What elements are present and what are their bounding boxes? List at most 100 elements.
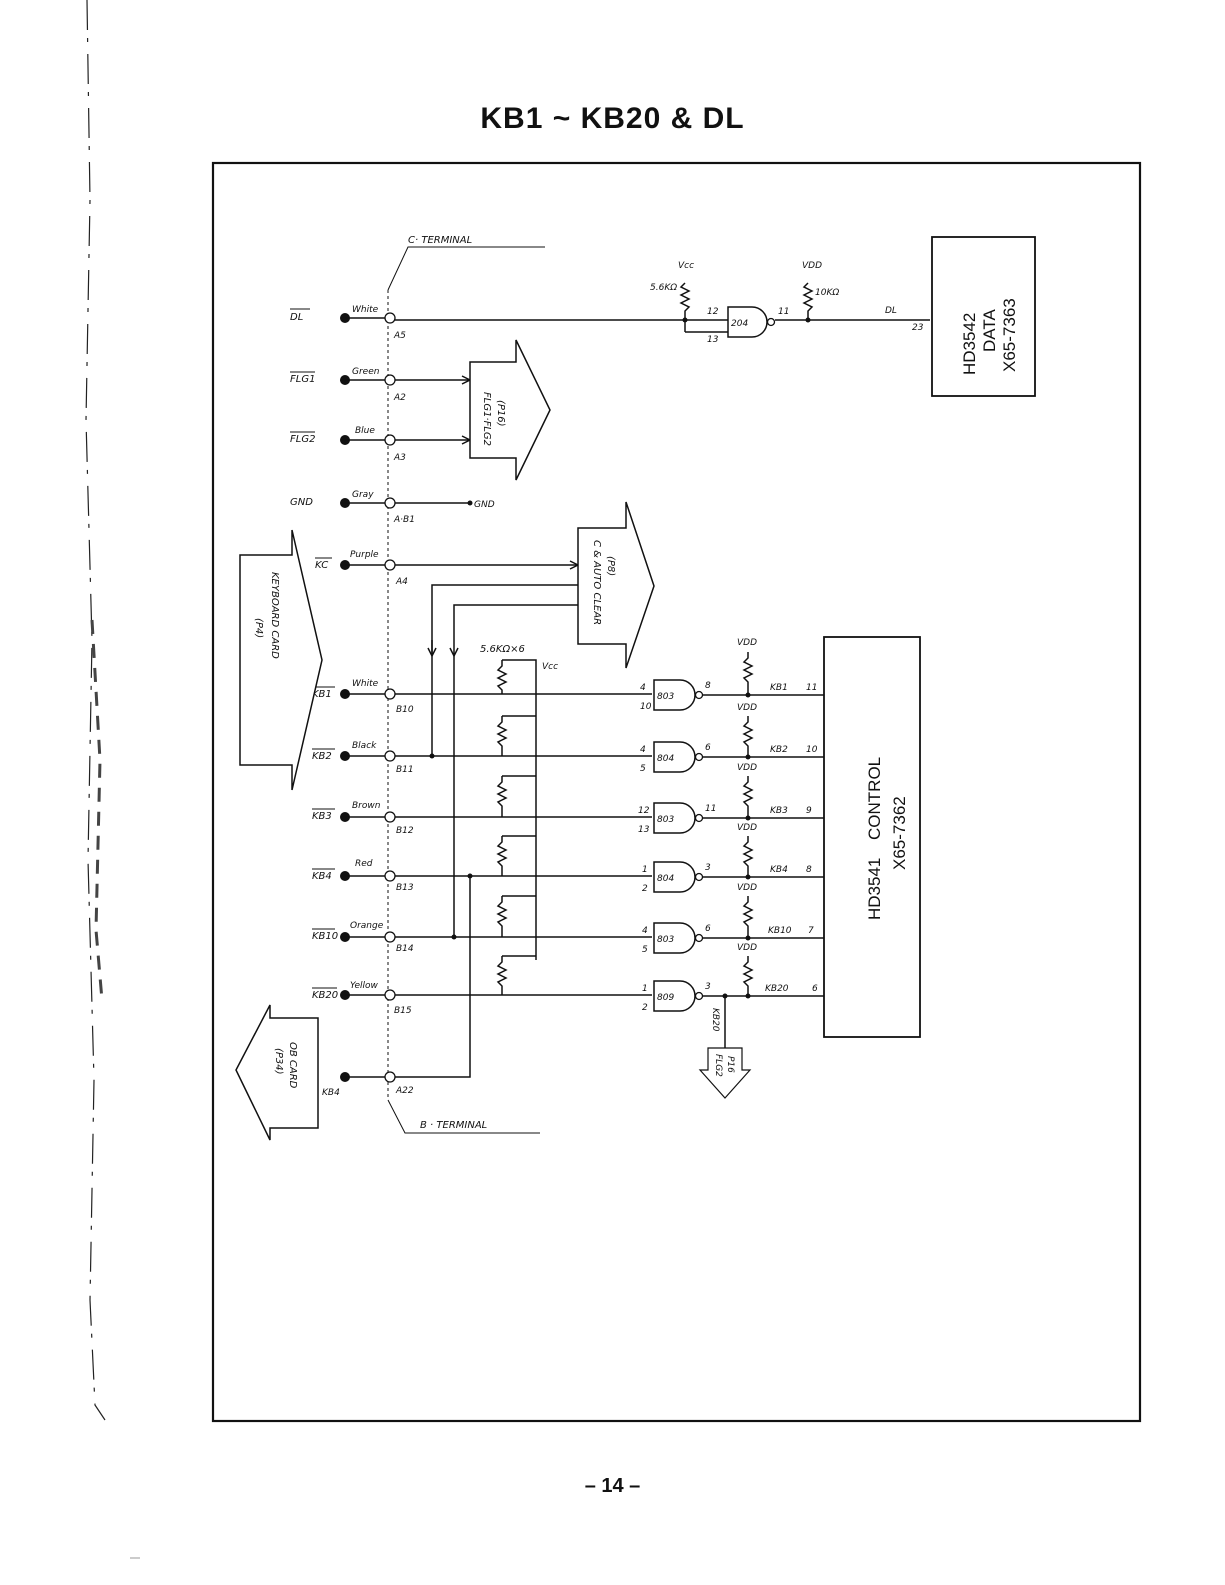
dl-pin-number: 23 xyxy=(912,323,924,333)
svg-text:(P34): (P34) xyxy=(273,1048,284,1075)
signal-row-gnd: GND Gray A·B1 xyxy=(290,490,415,525)
pin-label: A22 xyxy=(395,1086,414,1096)
nand-gate-kb1: 803 4 10 8 xyxy=(640,679,711,712)
svg-text:VDD: VDD xyxy=(737,823,757,833)
pin-label: A2 xyxy=(393,393,406,403)
output-kb10: VDD KB10 7 xyxy=(703,883,824,941)
svg-text:804: 804 xyxy=(657,874,674,884)
svg-text:809: 809 xyxy=(657,993,674,1003)
svg-text:7: 7 xyxy=(808,926,814,936)
svg-text:4: 4 xyxy=(640,683,646,693)
svg-text:6: 6 xyxy=(705,743,711,753)
signal-row-kb2: KB2 Black B11 xyxy=(312,741,414,775)
vdd-label: VDD xyxy=(802,261,822,271)
svg-text:X65-7362: X65-7362 xyxy=(890,796,909,870)
nand-gate-kb2: 804 4 5 6 xyxy=(640,741,711,774)
dl-pin-label: DL xyxy=(885,306,897,316)
svg-text:VDD: VDD xyxy=(737,703,757,713)
pin-label: A4 xyxy=(395,577,408,587)
diagram-frame xyxy=(211,161,1142,1423)
signal-name: KB2 xyxy=(312,751,332,762)
output-kb4: VDD KB4 8 xyxy=(703,823,824,880)
signal-row-flg2: FLG2 Blue A3 xyxy=(290,426,406,463)
signal-row-kb4: KB4 Red B13 xyxy=(312,859,414,893)
svg-text:12: 12 xyxy=(707,307,719,317)
data-chip-hd3542: HD3542 DATA X65-7363 xyxy=(931,236,1036,397)
wire-color: Orange xyxy=(350,921,384,931)
svg-text:11: 11 xyxy=(806,683,817,693)
signal-row-kc: KC Purple A4 xyxy=(315,550,408,587)
signal-row-kb4-ob: KB4 A22 xyxy=(322,1071,414,1098)
wire-color: Green xyxy=(352,367,380,377)
svg-text:FLG1·FLG2: FLG1·FLG2 xyxy=(481,392,492,446)
output-kb2: VDD KB2 10 xyxy=(703,703,824,760)
svg-text:KB4: KB4 xyxy=(770,865,788,875)
wire-color: White xyxy=(352,679,379,689)
signal-name: KB4 xyxy=(312,871,332,882)
svg-text:803: 803 xyxy=(657,692,674,702)
svg-text:11: 11 xyxy=(778,307,789,317)
signal-name: KC xyxy=(315,560,328,571)
output-kb20: VDD KB20 6 xyxy=(703,943,824,999)
page-title: KB1 ~ KB20 & DL xyxy=(480,102,745,135)
svg-text:HD3542: HD3542 xyxy=(960,313,979,375)
signal-name: DL xyxy=(290,312,303,323)
clear-connector-arrow: C & AUTO CLEAR (P8) xyxy=(577,501,655,669)
svg-text:803: 803 xyxy=(657,815,674,825)
nand-gate-204: 204 12 13 11 xyxy=(707,306,789,345)
r-5k6-label: 5.6KΩ xyxy=(650,283,677,293)
signal-row-kb3: KB3 Brown B12 xyxy=(312,801,414,836)
b-terminal-label: B · TERMINAL xyxy=(420,1120,487,1131)
pin-label: B11 xyxy=(396,765,414,775)
signal-name: KB1 xyxy=(312,689,332,700)
flg2-out-arrow: FLG2 P16 xyxy=(698,1047,752,1099)
svg-text:13: 13 xyxy=(638,825,650,835)
pin-label: B15 xyxy=(394,1006,412,1016)
wire-color: Brown xyxy=(352,801,381,811)
svg-text:KB20: KB20 xyxy=(765,984,789,994)
signal-row-kb1: KB1 White B10 xyxy=(312,679,414,715)
wire-color: Gray xyxy=(352,490,374,500)
c-terminal-label: C· TERMINAL xyxy=(408,235,472,246)
r-10k-label: 10KΩ xyxy=(815,288,839,298)
svg-text:4: 4 xyxy=(640,745,646,755)
svg-text:X65-7363: X65-7363 xyxy=(1000,298,1019,372)
svg-text:10: 10 xyxy=(806,745,818,755)
pin-label: B10 xyxy=(396,705,414,715)
signal-name: FLG2 xyxy=(290,434,315,445)
resistor-array xyxy=(496,660,536,995)
pin-label: A3 xyxy=(393,453,406,463)
svg-text:5: 5 xyxy=(640,764,646,774)
svg-text:11: 11 xyxy=(705,804,716,814)
signal-name: FLG1 xyxy=(290,374,315,385)
svg-text:804: 804 xyxy=(657,754,674,764)
gnd-out-label: GND xyxy=(474,500,495,510)
svg-text:KB10: KB10 xyxy=(768,926,792,936)
svg-text:C & AUTO CLEAR: C & AUTO CLEAR xyxy=(591,540,602,625)
svg-text:10: 10 xyxy=(640,702,652,712)
svg-text:8: 8 xyxy=(705,681,711,691)
svg-text:P16: P16 xyxy=(725,1056,735,1073)
r-array-label: 5.6KΩ×6 xyxy=(480,644,525,655)
svg-text:VDD: VDD xyxy=(737,943,757,953)
wire-color: Purple xyxy=(350,550,379,560)
wire-color: Black xyxy=(352,741,377,751)
nand-gate-kb3: 803 12 13 11 xyxy=(638,802,716,835)
wire-color: Yellow xyxy=(350,981,379,991)
nand-gate-kb20: 809 1 2 3 xyxy=(642,980,711,1013)
vcc-label: Vcc xyxy=(678,261,694,271)
svg-text:HD3541: HD3541 xyxy=(865,858,884,920)
signal-row-kb20: KB20 Yellow B15 xyxy=(312,981,412,1016)
svg-text:8: 8 xyxy=(806,865,812,875)
svg-text:1: 1 xyxy=(642,984,648,994)
wire-color: Blue xyxy=(355,426,375,436)
signal-name: KB20 xyxy=(312,990,338,1001)
pin-label: B14 xyxy=(396,944,414,954)
kb20-branch-label: KB20 xyxy=(710,1008,720,1032)
svg-text:(P8): (P8) xyxy=(605,556,616,576)
svg-text:2: 2 xyxy=(642,1003,648,1013)
svg-text:2: 2 xyxy=(642,884,648,894)
svg-text:5: 5 xyxy=(642,945,648,955)
svg-text:(P4): (P4) xyxy=(253,618,264,638)
